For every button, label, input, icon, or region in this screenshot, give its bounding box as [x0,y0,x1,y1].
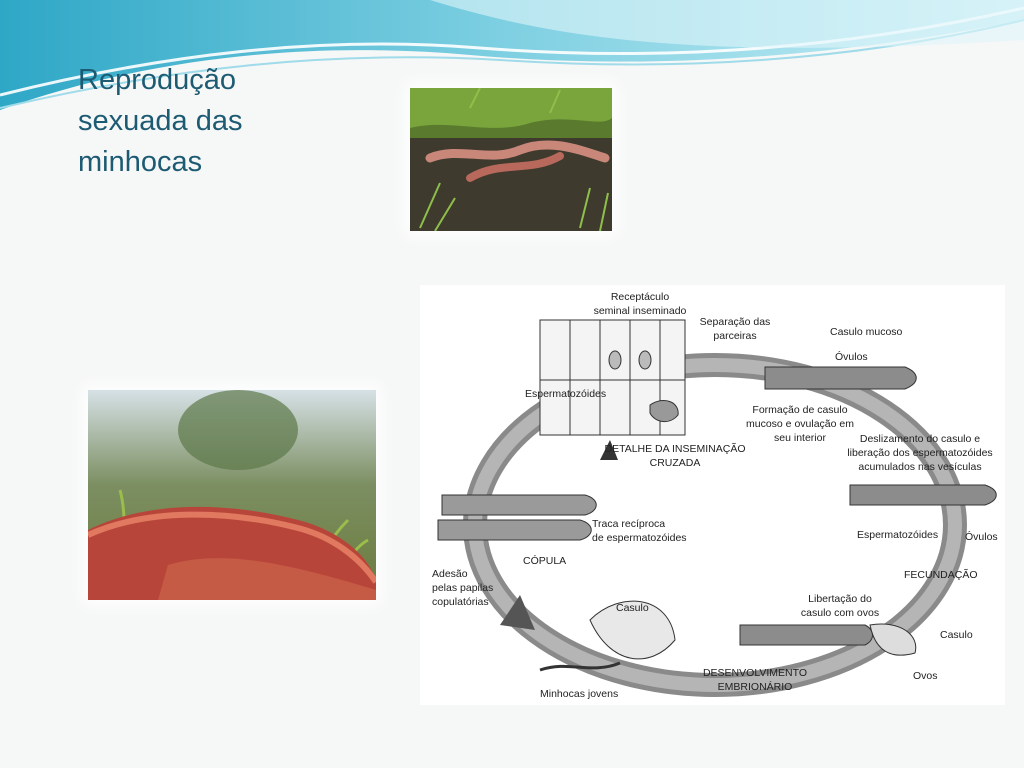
worm-bottom-right [739,623,917,656]
label-adesao-1: Adesão [432,568,468,580]
label-detalhe-1: DETALHE DA INSEMINAÇÃO [604,442,745,455]
label-minhocas-jovens: Minhocas jovens [540,688,618,700]
earthworm-grass-photo [88,390,376,600]
label-receptaculo-1: Receptáculo [611,291,670,303]
label-ovulos-top: Óvulos [835,350,868,363]
worms-copula [437,494,597,541]
label-espermatozoides-right: Espermatozóides [857,529,938,541]
worm-right [849,484,997,506]
label-casulo-right: Casulo [940,629,973,641]
cross-insemination-detail [539,319,686,436]
label-deslizamento-3: acumulados nas vesículas [858,461,981,473]
label-espermatozoides-top: Espermatozóides [525,388,606,400]
label-formacao-1: Formação de casulo [752,404,847,416]
label-fecundacao: FECUNDAÇÃO [904,568,978,581]
label-libertacao-1: Libertação do [808,593,872,605]
worm-top-right [764,366,917,390]
label-separacao-2: parceiras [713,330,756,342]
label-traca-2: de espermatozóides [592,532,687,544]
label-libertacao-2: casulo com ovos [801,607,879,619]
slide-title: Reprodução sexuada das minhocas [78,60,338,183]
label-formacao-3: seu interior [774,432,826,444]
label-deslizamento-1: Deslizamento do casulo e [860,433,980,445]
earthworm-reproduction-cycle-diagram: Receptáculo seminal inseminado Separação… [420,285,1005,705]
label-deslizamento-2: liberação dos espermatozóides [847,447,992,459]
earthworm-soil-photo [410,88,612,231]
label-detalhe-2: CRUZADA [650,457,701,469]
label-casulo-bottom: Casulo [616,602,649,614]
title-line-2: sexuada das [78,105,243,137]
label-separacao-1: Separação das [700,316,771,328]
label-ovos: Ovos [913,670,938,682]
label-desenvolvimento-1: DESENVOLVIMENTO [703,667,807,679]
cocoon-bottom [539,600,676,672]
label-casulo-mucoso: Casulo mucoso [830,326,903,338]
label-formacao-2: mucoso e ovulação em [746,418,854,430]
title-line-1: Reprodução [78,64,236,96]
label-receptaculo-2: seminal inseminado [594,305,687,317]
label-adesao-2: pelas papilas [432,582,493,594]
label-desenvolvimento-2: EMBRIONÁRIO [718,680,793,693]
label-adesao-3: copulatórias [432,596,489,608]
label-copula: CÓPULA [523,554,566,567]
label-ovulos-right: Óvulos [965,530,998,543]
label-traca-1: Traca recíproca [592,518,665,530]
cycle-arrowhead [500,595,535,630]
title-line-3: minhocas [78,146,203,178]
header-wave [0,0,1024,110]
